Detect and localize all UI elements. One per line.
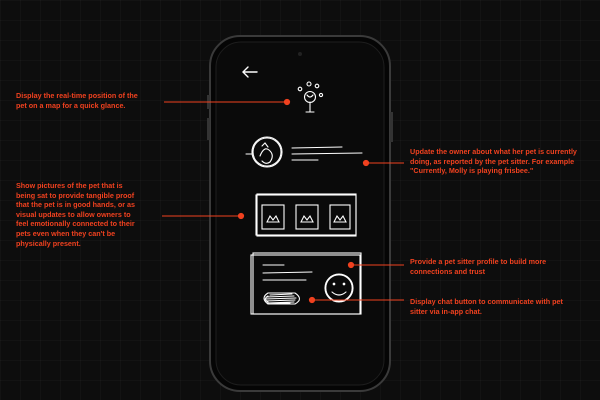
- photo-thumbnail-3[interactable]: [329, 204, 351, 230]
- connector-dot-profile: [347, 261, 355, 269]
- annotation-map-position: Display the real-time position of the pe…: [16, 91, 138, 110]
- photo-thumbnail-2[interactable]: [295, 204, 319, 230]
- pet-avatar: [251, 136, 283, 168]
- annotation-pet-photos: Show pictures of the pet that is being s…: [16, 181, 136, 248]
- map-location-icon: [297, 81, 324, 113]
- annotation-sitter-profile: Provide a pet sitter profile to build mo…: [410, 257, 547, 276]
- pet-photo-gallery: [255, 193, 357, 237]
- connector-dot-map: [283, 98, 291, 106]
- annotation-pet-status: Update the owner about what her pet is c…: [410, 147, 577, 176]
- pet-status-card: [245, 136, 363, 168]
- camera-dot: [298, 52, 302, 56]
- connector-dot-chat: [308, 296, 316, 304]
- annotation-chat-button: Display chat button to communicate with …: [410, 297, 563, 316]
- annotation-connectors: [162, 98, 404, 304]
- connector-dot-status: [362, 159, 370, 167]
- pet-sitter-profile-card: [250, 252, 362, 315]
- chat-button[interactable]: [263, 292, 301, 305]
- photo-thumbnail-1[interactable]: [261, 204, 285, 230]
- connector-dot-photos: [237, 212, 245, 220]
- back-arrow-icon[interactable]: [242, 66, 258, 78]
- sitter-avatar: [324, 273, 354, 303]
- phone-mockup: [207, 35, 393, 392]
